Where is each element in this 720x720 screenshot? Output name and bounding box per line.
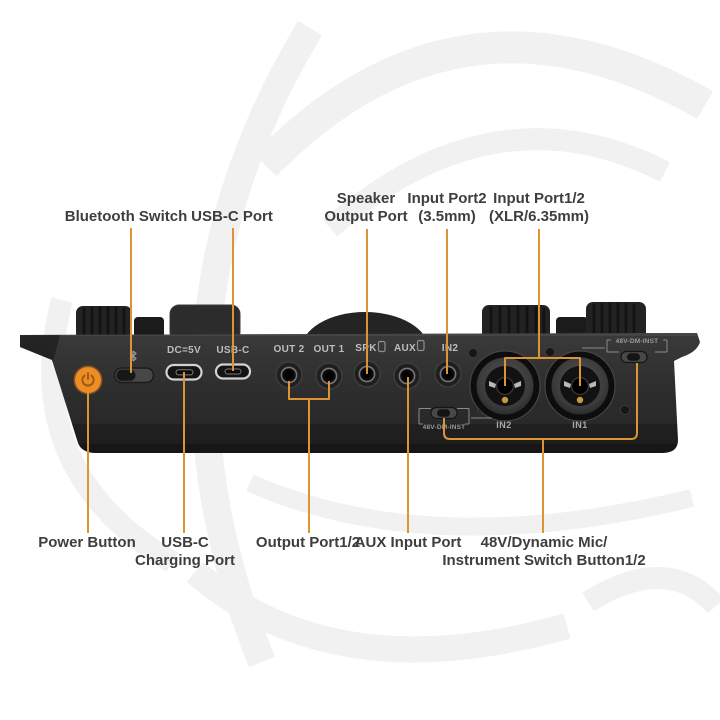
callout-input-port2-line1: Input Port2	[407, 190, 487, 207]
callout-phantom-line1: 48V/Dynamic Mic/	[480, 534, 608, 551]
callout-aux-input-port: AUX Input Port	[355, 534, 462, 552]
jack-in2	[434, 360, 462, 388]
callout-aux-input-text: AUX Input Port	[354, 534, 462, 551]
speaker-icon	[377, 340, 386, 353]
callout-phantom-switch: 48V/Dynamic Mic/ Instrument Switch Butto…	[442, 534, 645, 570]
jack-out1	[315, 362, 343, 390]
callout-input-port12: Input Port1/2 (XLR/6.35mm)	[489, 190, 589, 226]
callout-usbc-charging-line1: USB-C	[161, 534, 209, 551]
callout-bluetooth-switch-text: Bluetooth Switch	[64, 208, 188, 225]
callout-usbc-charging-port: USB-C Charging Port	[135, 534, 235, 570]
dc-port-label: DC=5V	[167, 345, 201, 356]
callout-input-port12-line1: Input Port1/2	[493, 190, 585, 207]
callout-speaker-output-line2: Output Port	[324, 208, 408, 225]
callout-usbc-charging-line2: Charging Port	[135, 552, 235, 569]
callout-power-button: Power Button	[38, 534, 136, 552]
jack-label-aux: AUX	[394, 343, 416, 354]
callout-speaker-output-port: Speaker Output Port	[324, 190, 407, 226]
callout-usbc-port: USB-C Port	[191, 208, 273, 226]
jack-label-in2: IN2	[442, 343, 459, 354]
callout-bluetooth-switch: Bluetooth Switch	[65, 208, 188, 226]
bracket-phantom	[443, 363, 638, 440]
bracket-input-port12	[504, 357, 581, 386]
power-button	[73, 365, 103, 395]
callout-input-port2-line2: (3.5mm)	[418, 208, 476, 225]
jack-label-out2: OUT 2	[274, 344, 305, 355]
callout-input-port12-line2: (XLR/6.35mm)	[488, 208, 590, 225]
phantom-switch-1: 48V-DM-INST	[582, 338, 668, 364]
callout-output-port12: Output Port1/2	[256, 534, 360, 552]
jack-out2	[275, 361, 303, 389]
jack-label-out1: OUT 1	[314, 344, 345, 355]
callout-usbc-port-text: USB-C Port	[191, 208, 273, 225]
callout-input-port2: Input Port2 (3.5mm)	[407, 190, 486, 226]
callout-phantom-line2: Instrument Switch Button1/2	[442, 552, 646, 569]
callout-output-port12-text: Output Port1/2	[255, 534, 361, 551]
xlr-label-in2: IN2	[496, 420, 512, 430]
knob-ribbed-left	[76, 306, 132, 340]
callout-power-button-text: Power Button	[38, 534, 136, 551]
power-icon	[81, 372, 95, 387]
jacks-35mm	[275, 360, 462, 390]
callout-lines	[87, 228, 638, 533]
xlr-label-in1: IN1	[572, 420, 588, 430]
knob-ribbed-right	[482, 305, 550, 341]
phone-icon	[416, 339, 425, 352]
phantom-switch-1-label: 48V-DM-INST	[616, 338, 659, 345]
callout-speaker-output-line1: Speaker	[336, 190, 396, 207]
